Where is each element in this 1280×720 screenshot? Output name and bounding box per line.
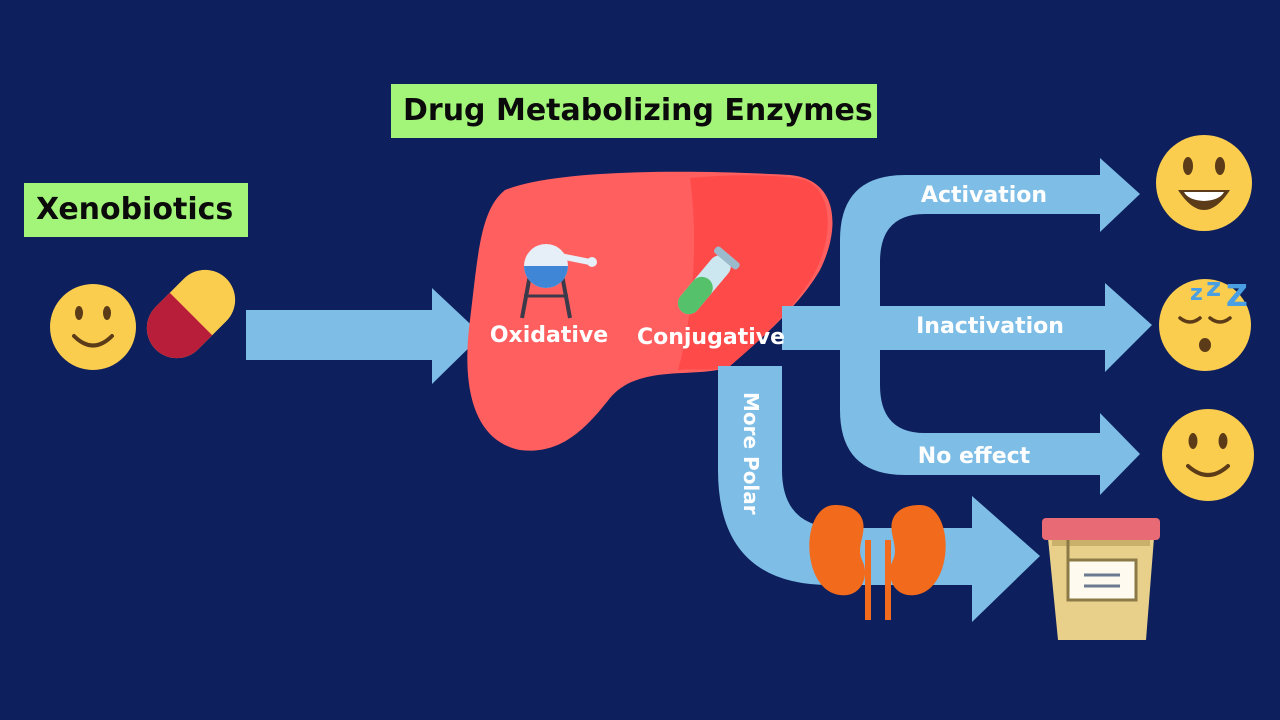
grinning-face-icon [1156, 135, 1252, 231]
more-polar-label: More Polar [739, 392, 763, 515]
phase2-label: Conjugative [637, 325, 785, 350]
svg-text:z: z [1190, 281, 1203, 306]
branch-arrows [782, 158, 1152, 495]
input-arrow [246, 288, 482, 384]
title-label: Drug Metabolizing Enzymes [391, 84, 877, 138]
xenobiotics-label: Xenobiotics [24, 183, 248, 237]
no-effect-label: No effect [918, 444, 1031, 469]
excretion-arrow [718, 366, 1040, 622]
svg-text:z: z [1206, 273, 1221, 303]
svg-text:Z: Z [1226, 279, 1248, 314]
kidneys-icon [809, 505, 946, 620]
activation-label: Activation [921, 183, 1047, 208]
sleeping-face-icon: z z Z [1159, 273, 1251, 371]
test-tube-icon [677, 246, 740, 315]
inactivation-label: Inactivation [916, 314, 1064, 339]
round-bottom-flask-icon [520, 244, 597, 319]
liver-organ [467, 171, 833, 451]
capsule-pill-icon [146, 269, 236, 359]
start-smiling-face-icon [50, 284, 136, 370]
no-effect-smiling-face-icon [1162, 409, 1254, 501]
phase1-label: Oxidative [490, 323, 608, 348]
urine-sample-container-icon [1042, 518, 1160, 640]
